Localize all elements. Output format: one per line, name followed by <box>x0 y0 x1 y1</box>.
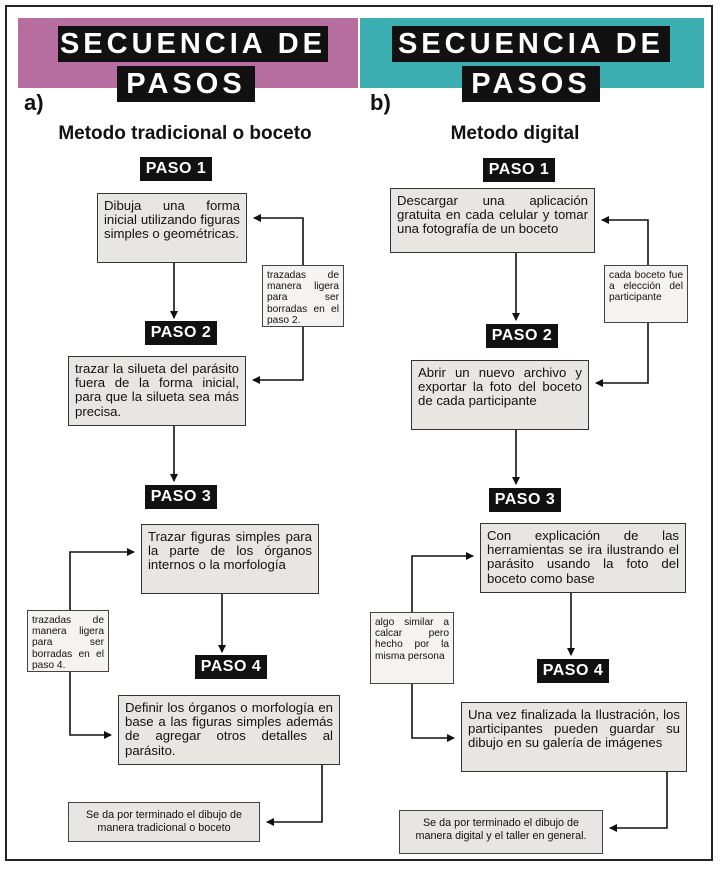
banner-a-title-line2: PASOS <box>117 66 255 102</box>
panel-b-step3-box: Con explicación de las herramientas se i… <box>480 523 686 593</box>
panel-b-step2-box: Abrir un nuevo archivo y exportar la fot… <box>411 360 589 430</box>
arrow-a-note1-loop <box>253 214 304 265</box>
panel-b-letter: b) <box>370 90 391 115</box>
panel-a-step3-label: PASO 3 <box>145 485 217 509</box>
arrow-b-note1-to-step2 <box>595 323 649 387</box>
figure-frame <box>5 5 713 861</box>
panel-b-step4-label: PASO 4 <box>537 659 609 683</box>
arrow-a-note2-to-step4 <box>69 672 112 739</box>
panel-a-step2-label: PASO 2 <box>145 321 217 345</box>
arrow-b-note2-to-step3 <box>411 552 474 612</box>
banner-b-title-line2: PASOS <box>462 66 600 102</box>
arrow-b-note1-loop <box>601 216 649 265</box>
panel-a-letter: a) <box>24 90 44 115</box>
arrow-b-step4-to-final <box>609 772 668 832</box>
panel-b-step4-box: Una vez finalizada la Ilustración, los p… <box>461 702 687 772</box>
panel-a-method-title: Metodo tradicional o boceto <box>58 123 312 144</box>
arrow-a-step4-to-final <box>266 765 323 826</box>
panel-b-method-title: Metodo digital <box>450 123 580 144</box>
panel-a-step3-box: Trazar figuras simples para la parte de … <box>141 524 319 594</box>
panel-b-step1-label: PASO 1 <box>483 158 555 182</box>
banner-a-title-line1: SECUENCIA DE <box>58 26 328 62</box>
panel-b-note2: algo similar a calcar pero hecho por la … <box>370 612 454 684</box>
panel-a-step4-box: Definir los órganos o morfología en base… <box>118 695 340 765</box>
panel-b-step3-label: PASO 3 <box>489 488 561 512</box>
panel-b-step2-label: PASO 2 <box>486 324 558 348</box>
panel-b-note1: cada boceto fue a elección del participa… <box>604 265 688 323</box>
panel-a-step1-label: PASO 1 <box>140 157 212 181</box>
panel-a-note2: trazadas de manera ligera para ser borra… <box>27 610 109 672</box>
arrow-a-note2-to-step3 <box>69 548 135 610</box>
panel-a-note1: trazadas de manera ligera para ser borra… <box>262 265 344 327</box>
banner-b-title-line1: SECUENCIA DE <box>392 26 670 62</box>
panel-a-step4-label: PASO 4 <box>195 655 267 679</box>
arrow-b-note2-to-step4 <box>411 684 455 742</box>
panel-a-final-box: Se da por terminado el dibujo de manera … <box>68 802 260 842</box>
panel-b-step1-box: Descargar una aplicación gratuita en cad… <box>390 188 595 253</box>
arrow-a-note1-to-step2 <box>252 327 304 384</box>
panel-a-step1-box: Dibuja una forma inicial utilizando figu… <box>97 193 247 263</box>
panel-b-final-box: Se da por terminado el dibujo de manera … <box>399 810 603 854</box>
panel-a-step2-box: trazar la silueta del parásito fuera de … <box>68 356 246 426</box>
